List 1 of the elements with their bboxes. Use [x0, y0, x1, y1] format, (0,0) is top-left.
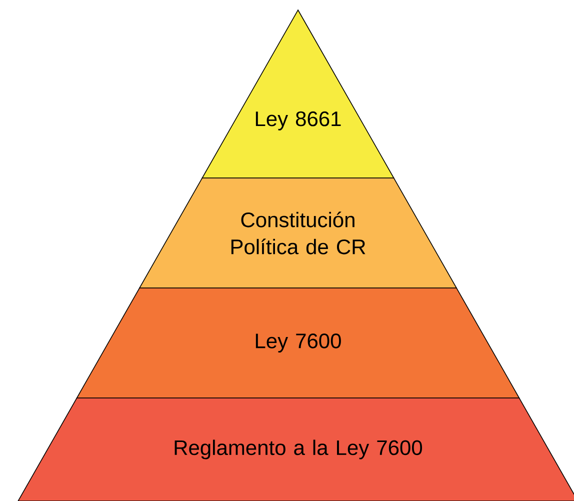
pyramid-level: Ley 7600 [76, 288, 520, 398]
